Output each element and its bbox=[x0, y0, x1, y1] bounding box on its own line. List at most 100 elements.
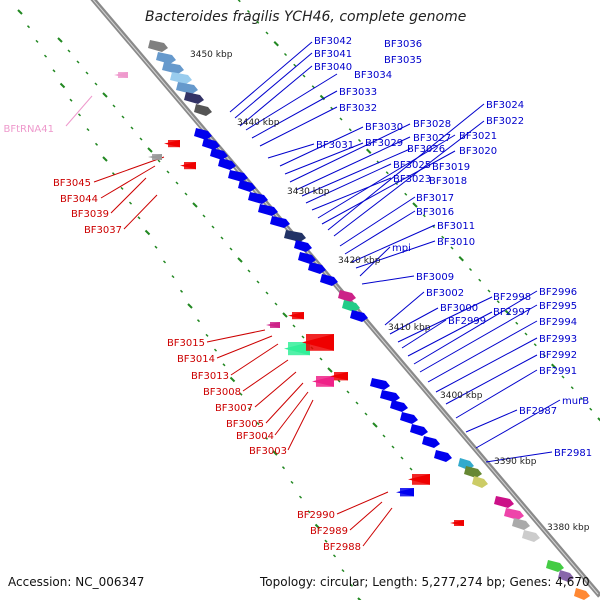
gene-block[interactable] bbox=[288, 342, 310, 356]
reverse-gene-label[interactable]: BF2988 bbox=[323, 542, 361, 553]
reverse-gene-label[interactable]: BF3013 bbox=[191, 371, 229, 382]
gene-arrow[interactable] bbox=[308, 262, 326, 274]
gene-arrow[interactable] bbox=[202, 138, 220, 150]
gene-block[interactable] bbox=[412, 474, 430, 485]
forward-gene-label[interactable]: BF3002 bbox=[426, 288, 464, 299]
forward-gene-label[interactable]: BF2998 bbox=[493, 292, 531, 303]
forward-gene-label[interactable]: BF3026 bbox=[407, 144, 445, 155]
forward-gene-label[interactable]: BF3041 bbox=[314, 49, 352, 60]
gene-arrow[interactable] bbox=[298, 252, 316, 264]
forward-gene-label[interactable]: BF3000 bbox=[440, 303, 478, 314]
gene-arrow[interactable] bbox=[238, 180, 256, 192]
gene-arrow[interactable] bbox=[148, 40, 168, 52]
reverse-gene-label[interactable]: BF3015 bbox=[167, 338, 205, 349]
forward-gene-label[interactable]: BF3036 bbox=[384, 39, 422, 50]
forward-gene-label[interactable]: BF3029 bbox=[365, 138, 403, 149]
forward-gene-label[interactable]: BF3042 bbox=[314, 36, 352, 47]
forward-gene-label[interactable]: BF3020 bbox=[459, 146, 497, 157]
gene-block[interactable] bbox=[334, 372, 348, 381]
gene-arrow[interactable] bbox=[370, 378, 390, 390]
gene-block[interactable] bbox=[168, 140, 180, 148]
gene-arrow[interactable] bbox=[248, 192, 268, 204]
gene-arrow[interactable] bbox=[434, 450, 452, 462]
forward-gene-label[interactable]: BF3024 bbox=[486, 100, 524, 111]
gene-arrow[interactable] bbox=[350, 310, 368, 322]
forward-gene-label[interactable]: BF2993 bbox=[539, 334, 577, 345]
reverse-gene-label[interactable]: BF3045 bbox=[53, 178, 91, 189]
gene-arrow[interactable] bbox=[184, 92, 204, 104]
reverse-gene-label[interactable]: BF3003 bbox=[249, 446, 287, 457]
forward-gene-label[interactable]: BF3032 bbox=[339, 103, 377, 114]
gene-arrow[interactable] bbox=[400, 412, 418, 424]
reverse-gene-label[interactable]: BF3044 bbox=[60, 194, 98, 205]
reverse-gene-label[interactable]: BF3004 bbox=[236, 431, 274, 442]
gene-arrow[interactable] bbox=[218, 158, 236, 170]
reverse-gene-label[interactable]: BF3037 bbox=[84, 225, 122, 236]
forward-gene-label[interactable]: BF2999 bbox=[448, 316, 486, 327]
reverse-gene-label[interactable]: BF2989 bbox=[310, 526, 348, 537]
gene-block[interactable] bbox=[118, 72, 128, 78]
gene-arrow[interactable] bbox=[504, 508, 524, 520]
gene-block[interactable] bbox=[292, 312, 304, 320]
gene-arrow[interactable] bbox=[390, 400, 408, 412]
forward-gene-label[interactable]: BF3016 bbox=[416, 207, 454, 218]
forward-gene-label[interactable]: BF3034 bbox=[354, 70, 392, 81]
gene-arrow[interactable] bbox=[270, 216, 290, 228]
gene-arrow[interactable] bbox=[472, 476, 488, 488]
gene-arrow[interactable] bbox=[162, 62, 184, 74]
gene-arrow[interactable] bbox=[320, 274, 338, 286]
forward-gene-label[interactable]: BF3019 bbox=[432, 162, 470, 173]
gene-arrow[interactable] bbox=[342, 300, 360, 312]
forward-gene-label[interactable]: BF3033 bbox=[339, 87, 377, 98]
forward-gene-label[interactable]: murB bbox=[562, 396, 589, 407]
forward-gene-label[interactable]: BF3017 bbox=[416, 193, 454, 204]
gene-arrow[interactable] bbox=[494, 496, 514, 508]
gene-arrow[interactable] bbox=[210, 148, 228, 160]
gene-arrow[interactable] bbox=[522, 530, 540, 542]
forward-gene-label[interactable]: BF3031 bbox=[316, 140, 354, 151]
forward-gene-label[interactable]: BF2987 bbox=[519, 406, 557, 417]
forward-gene-label[interactable]: BF2991 bbox=[539, 366, 577, 377]
forward-gene-label[interactable]: BF3028 bbox=[413, 119, 451, 130]
forward-gene-label[interactable]: BF2992 bbox=[539, 350, 577, 361]
forward-gene-label[interactable]: BF3030 bbox=[365, 122, 403, 133]
forward-gene-label[interactable]: BF3011 bbox=[437, 221, 475, 232]
gene-arrow[interactable] bbox=[380, 390, 400, 402]
reverse-gene-label[interactable]: BF3005 bbox=[226, 419, 264, 430]
gene-arrow[interactable] bbox=[338, 290, 356, 302]
gene-arrow[interactable] bbox=[294, 240, 312, 252]
gene-block[interactable] bbox=[152, 154, 162, 160]
forward-gene-label[interactable]: BF3035 bbox=[384, 55, 422, 66]
forward-gene-label[interactable]: BF3022 bbox=[486, 116, 524, 127]
reverse-gene-label[interactable]: BF2990 bbox=[297, 510, 335, 521]
reverse-gene-label[interactable]: BF3014 bbox=[177, 354, 215, 365]
forward-gene-label[interactable]: BF3010 bbox=[437, 237, 475, 248]
gene-arrow[interactable] bbox=[194, 128, 212, 140]
forward-gene-label[interactable]: BF3027 bbox=[413, 133, 451, 144]
gene-block[interactable] bbox=[270, 322, 280, 328]
forward-gene-label[interactable]: BF3021 bbox=[459, 131, 497, 142]
forward-gene-label[interactable]: mpi bbox=[392, 243, 411, 254]
gene-arrow[interactable] bbox=[464, 466, 482, 478]
gene-block[interactable] bbox=[454, 520, 464, 526]
forward-gene-label[interactable]: BF3025 bbox=[393, 160, 431, 171]
gene-arrow[interactable] bbox=[574, 588, 590, 600]
gene-arrow[interactable] bbox=[194, 104, 212, 116]
reverse-gene-label[interactable]: BF3008 bbox=[203, 387, 241, 398]
reverse-gene-label[interactable]: BF3007 bbox=[215, 403, 253, 414]
gene-arrow[interactable] bbox=[170, 72, 192, 84]
gene-arrow[interactable] bbox=[410, 424, 428, 436]
gene-arrow[interactable] bbox=[558, 570, 574, 582]
forward-gene-label[interactable]: BF2996 bbox=[539, 287, 577, 298]
gene-arrow[interactable] bbox=[156, 52, 176, 64]
forward-gene-label[interactable]: BF2995 bbox=[539, 301, 577, 312]
gene-arrow[interactable] bbox=[546, 560, 564, 572]
gene-arrow[interactable] bbox=[284, 230, 306, 242]
gene-arrow[interactable] bbox=[228, 170, 248, 182]
gene-block[interactable] bbox=[306, 334, 334, 351]
forward-gene-label[interactable]: BF3009 bbox=[416, 272, 454, 283]
gene-block[interactable] bbox=[316, 376, 334, 387]
forward-gene-label[interactable]: BF2997 bbox=[493, 307, 531, 318]
forward-gene-label[interactable]: BF2981 bbox=[554, 448, 592, 459]
reverse-gene-label[interactable]: BF3039 bbox=[71, 209, 109, 220]
